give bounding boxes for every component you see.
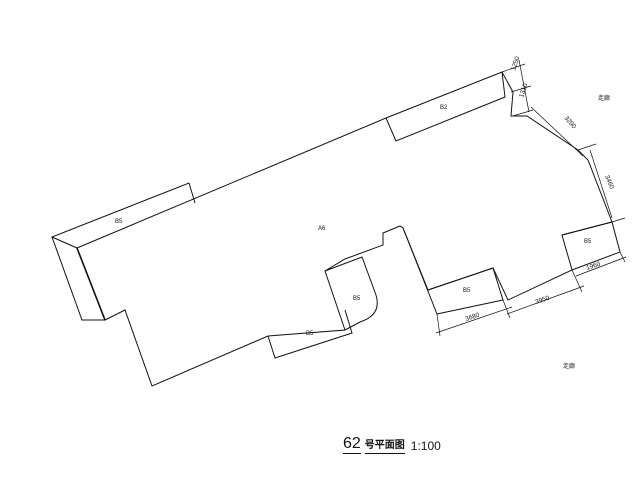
room-right-mid bbox=[427, 267, 504, 315]
dim-1310: 1310 bbox=[518, 82, 529, 98]
dim-1960: 1960 bbox=[585, 261, 601, 272]
dim-3950: 3950 bbox=[534, 295, 550, 306]
drawing-name: 号平面图 bbox=[364, 440, 405, 454]
room-upper-right bbox=[385, 71, 506, 142]
room-bottom bbox=[267, 309, 353, 359]
room-label-inner: B5 bbox=[353, 296, 361, 302]
room-label-main: A6 bbox=[318, 226, 326, 232]
side-note-bottom-right: 走廊 bbox=[563, 362, 575, 370]
room-label-upper-left: B5 bbox=[115, 219, 123, 225]
dim-3460: 3460 bbox=[603, 174, 615, 190]
room-right-top bbox=[561, 221, 621, 271]
drawing-title: 62 号平面图 1:100 bbox=[343, 430, 441, 454]
room-label-right-top: B5 bbox=[584, 239, 592, 245]
main-outline bbox=[76, 71, 613, 387]
room-label-bottom: B5 bbox=[306, 331, 314, 337]
dimension-group bbox=[435, 59, 627, 337]
dim-1250: 1250 bbox=[510, 55, 521, 71]
side-note-top-right: 走廊 bbox=[598, 94, 610, 102]
room-label-right-mid: B5 bbox=[463, 288, 471, 294]
drawing-number: 62 bbox=[343, 435, 361, 454]
dim-3290: 3290 bbox=[562, 115, 577, 131]
room-upper-left bbox=[50, 182, 196, 249]
room-label-upper-right: B2 bbox=[440, 105, 448, 111]
inner-thick-wall bbox=[76, 247, 106, 321]
room-inner bbox=[324, 256, 378, 331]
dim-3680: 3680 bbox=[464, 312, 480, 323]
drawing-scale: 1:100 bbox=[410, 439, 441, 453]
